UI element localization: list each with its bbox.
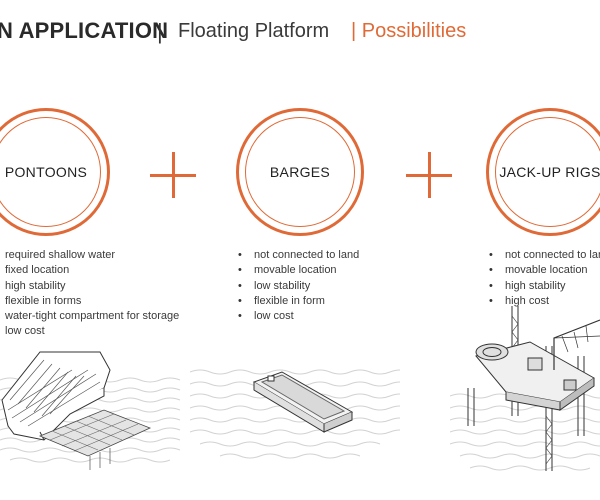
list-item: water-tight compartment for storage xyxy=(5,310,180,323)
list-item: flexible in forms xyxy=(5,294,82,307)
jackup-rigs-circle: JACK-UP RIGS xyxy=(486,108,600,236)
jackup-rig-illustration xyxy=(450,306,600,471)
pontoons-label: PONTOONS xyxy=(4,164,88,180)
plus-icon xyxy=(150,152,196,198)
barge-illustration xyxy=(190,369,400,459)
page-title: N APPLICATION xyxy=(0,18,169,43)
list-item: required shallow water xyxy=(5,249,116,261)
jackup-rigs-list: not connected to land movable location h… xyxy=(487,248,600,309)
list-item: high cost xyxy=(487,294,600,310)
list-item: not connected to land xyxy=(487,248,600,264)
list-item: movable location xyxy=(236,263,359,279)
title-separator: | xyxy=(157,19,163,44)
list-item: low cost xyxy=(5,325,45,338)
jackup-rigs-label: JACK-UP RIGS xyxy=(499,164,600,180)
list-item: not connected to land xyxy=(236,248,359,264)
page-subtitle: Floating Platform xyxy=(178,20,330,42)
barges-list: not connected to land movable location l… xyxy=(236,248,359,325)
list-item: high stability xyxy=(487,279,600,295)
barges-label: BARGES xyxy=(269,164,331,180)
barges-circle: BARGES xyxy=(236,108,364,236)
plus-icon xyxy=(406,152,452,198)
list-item: low cost xyxy=(236,309,359,325)
list-item: high stability xyxy=(5,279,66,292)
pontoons-list: required shallow water fixed location hi… xyxy=(0,248,179,340)
pontoons-circle: PONTOONS xyxy=(0,108,110,236)
list-item: movable location xyxy=(487,263,600,279)
list-item: fixed location xyxy=(5,264,70,277)
pontoon-illustration xyxy=(0,351,181,470)
list-item: low stability xyxy=(236,279,359,295)
list-item: flexible in form xyxy=(236,294,359,310)
page-accent-title: | Possibilities xyxy=(351,20,467,42)
